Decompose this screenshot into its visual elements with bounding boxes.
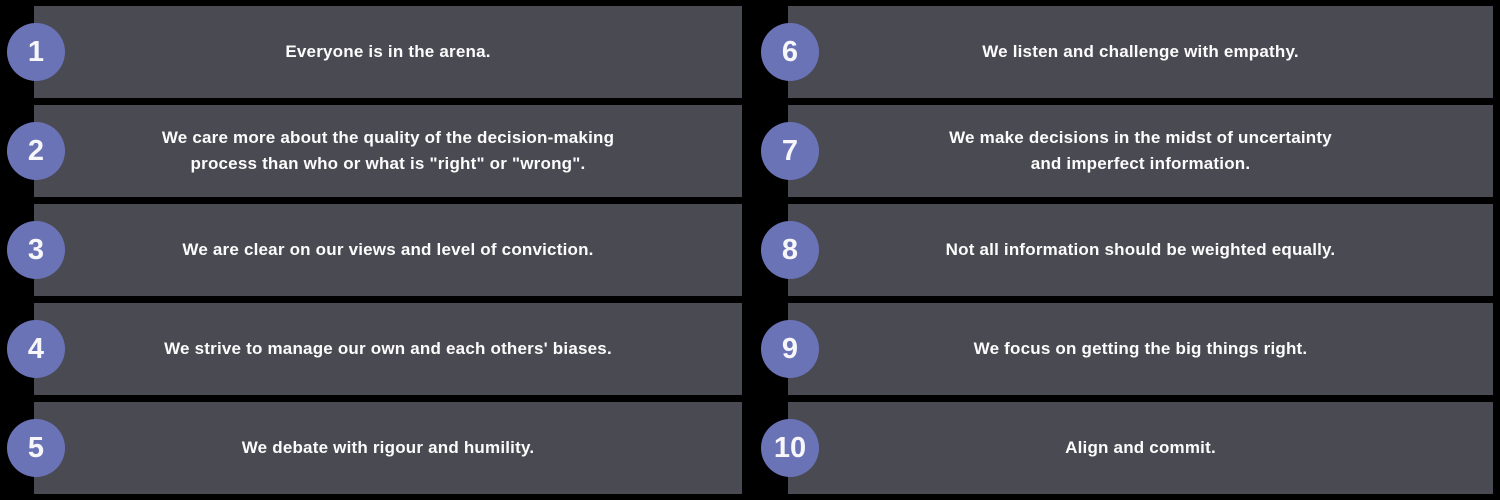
- principle-card-1: 1 Everyone is in the arena.: [7, 6, 742, 98]
- number-label: 8: [781, 233, 799, 266]
- number-badge: 5: [7, 419, 65, 477]
- number-badge: 6: [761, 23, 819, 81]
- principle-text: We make decisions in the midst of uncert…: [949, 127, 1332, 173]
- principle-text: We listen and challenge with empathy.: [982, 41, 1299, 61]
- number-badge: 10: [761, 419, 819, 477]
- number-label: 4: [27, 332, 45, 365]
- number-badge: 9: [761, 320, 819, 378]
- number-label: 1: [27, 35, 45, 68]
- principle-text: Not all information should be weighted e…: [945, 239, 1336, 259]
- principle-card-6: 6 We listen and challenge with empathy.: [761, 6, 1493, 98]
- number-label: 5: [27, 431, 45, 464]
- principle-text: Everyone is in the arena.: [285, 41, 491, 61]
- number-badge: 4: [7, 320, 65, 378]
- principle-card-5: 5 We debate with rigour and humility.: [7, 402, 742, 494]
- number-badge: 1: [7, 23, 65, 81]
- principle-text: We strive to manage our own and each oth…: [164, 338, 612, 358]
- principle-card-9: 9 We focus on getting the big things rig…: [761, 303, 1493, 395]
- number-label: 9: [781, 332, 799, 365]
- principle-card-4: 4 We strive to manage our own and each o…: [7, 303, 742, 395]
- number-badge: 2: [7, 122, 65, 180]
- principles-column-right: 6 We listen and challenge with empathy. …: [761, 6, 1493, 494]
- principle-card-2: 2 We care more about the quality of the …: [7, 105, 742, 197]
- number-badge: 3: [7, 221, 65, 279]
- principle-card-8: 8 Not all information should be weighted…: [761, 204, 1493, 296]
- number-badge: 7: [761, 122, 819, 180]
- principle-card-10: 10 Align and commit.: [761, 402, 1493, 494]
- principles-column-left: 1 Everyone is in the arena. 2 We care mo…: [7, 6, 742, 494]
- number-badge: 8: [761, 221, 819, 279]
- number-label: 7: [781, 134, 799, 167]
- number-label: 10: [773, 431, 807, 464]
- principle-text: We debate with rigour and humility.: [241, 437, 535, 457]
- number-label: 3: [27, 233, 45, 266]
- principle-card-3: 3 We are clear on our views and level of…: [7, 204, 742, 296]
- principle-card-7: 7 We make decisions in the midst of unce…: [761, 105, 1493, 197]
- principle-text: Align and commit.: [1065, 437, 1216, 457]
- principle-text: We care more about the quality of the de…: [161, 127, 615, 173]
- number-label: 6: [781, 35, 799, 68]
- principle-text: We are clear on our views and level of c…: [182, 239, 594, 259]
- principle-text: We focus on getting the big things right…: [973, 338, 1308, 358]
- number-label: 2: [27, 134, 45, 167]
